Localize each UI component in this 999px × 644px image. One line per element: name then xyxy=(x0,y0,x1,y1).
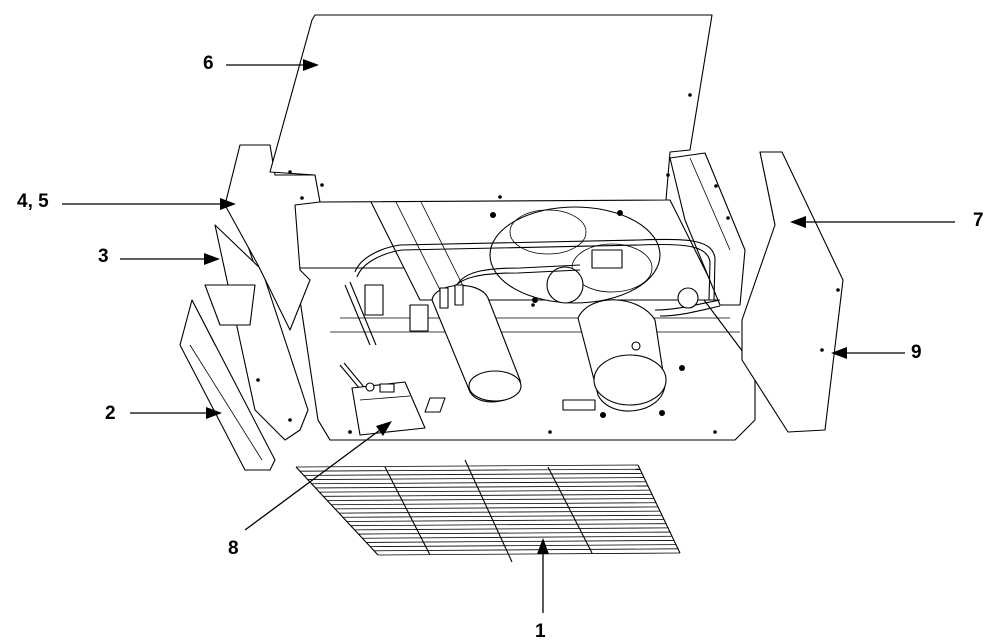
wire-grille xyxy=(295,459,681,563)
left-front-panel xyxy=(179,299,276,471)
grille-wire xyxy=(315,485,649,489)
grille-wire xyxy=(342,514,663,518)
callout-label-7: 7 xyxy=(973,210,984,231)
callout-label-9: 9 xyxy=(911,342,922,363)
electrical-bracket xyxy=(348,381,446,436)
grille-wire xyxy=(338,510,661,514)
callout-label-6: 6 xyxy=(203,53,214,74)
callout-label-2: 2 xyxy=(105,403,116,424)
grille-rod xyxy=(464,459,513,563)
grille-wire xyxy=(335,506,659,510)
grille-wire xyxy=(362,535,673,539)
condenser-fan xyxy=(489,206,661,304)
compressor xyxy=(577,287,699,418)
callout-label-3: 3 xyxy=(98,246,109,267)
receiver-tank xyxy=(364,284,522,403)
top-cover xyxy=(269,14,713,203)
grille-rod xyxy=(295,466,379,556)
grille-wire xyxy=(323,493,653,497)
grille-wire xyxy=(311,481,647,485)
callout-label-4-5: 4, 5 xyxy=(17,191,49,212)
grille-wire xyxy=(307,477,645,480)
grille-wire xyxy=(370,544,677,548)
grille-wire xyxy=(303,472,643,476)
grille-rod xyxy=(384,466,431,556)
grille-wire xyxy=(327,498,655,501)
grille-wire xyxy=(354,527,669,531)
grille-rod xyxy=(637,464,681,554)
grille-wire xyxy=(374,548,679,552)
right-side-panel xyxy=(741,151,844,433)
grille-wire xyxy=(350,523,667,527)
right-rear-panel xyxy=(669,152,746,306)
grille-wire xyxy=(377,552,681,556)
grille-wire xyxy=(319,489,651,493)
grille-wire xyxy=(366,540,675,543)
grille-rod xyxy=(547,466,593,554)
grille-wire xyxy=(295,464,639,468)
callout-label-8: 8 xyxy=(228,538,239,559)
grille-wire xyxy=(358,531,671,535)
callout-arrows xyxy=(62,59,955,613)
grille-wire xyxy=(331,502,657,506)
callout-label-1: 1 xyxy=(535,621,546,642)
grille-wire xyxy=(346,519,665,522)
callout-labels: 1 2 3 4, 5 6 7 8 9 xyxy=(17,53,984,642)
